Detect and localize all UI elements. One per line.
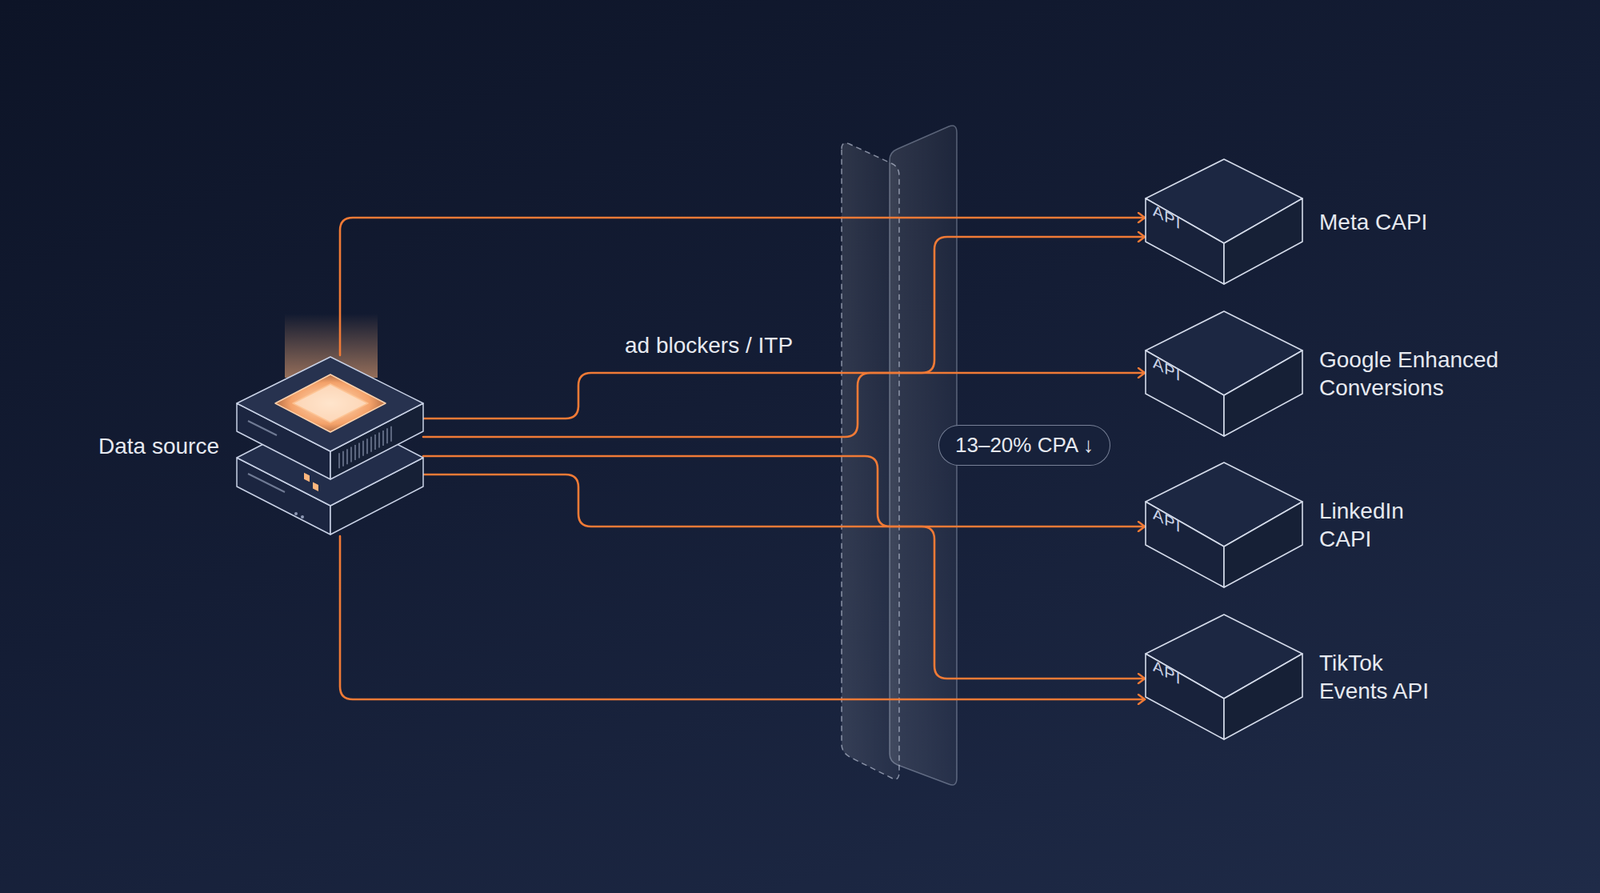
vent-line — [354, 444, 356, 460]
cube-face — [1145, 653, 1224, 740]
data-flow-line — [423, 236, 1145, 437]
data-flow-line — [340, 536, 1145, 700]
endpoint-label: TikTok Events API — [1319, 648, 1448, 705]
data-flow-line — [423, 456, 1145, 679]
vent-line — [342, 451, 344, 467]
cube-face — [1145, 501, 1224, 588]
cube-face — [1224, 653, 1303, 740]
dot — [300, 515, 304, 519]
vent-line — [350, 447, 352, 463]
metric-text: 13–20% CPA ↓ — [955, 432, 1094, 458]
glow-core — [292, 384, 368, 423]
data-source-node: Data source — [236, 355, 424, 536]
slot-line — [248, 473, 285, 492]
endpoint-label: Meta CAPI — [1319, 208, 1428, 236]
cube-face — [1224, 350, 1303, 436]
api-endpoint: APIGoogle Enhanced Conversions — [1144, 310, 1304, 437]
vent-line — [366, 438, 368, 454]
vent-line — [346, 448, 348, 464]
vent-line — [338, 452, 340, 468]
slab-face — [236, 356, 424, 452]
cube-face — [1224, 198, 1303, 284]
cube-face — [1145, 198, 1224, 284]
barrier-panel-front — [841, 143, 900, 780]
endpoint-label: LinkedIn CAPI — [1319, 496, 1424, 553]
vent-line — [378, 432, 380, 448]
led — [304, 472, 310, 483]
glow-core — [275, 374, 386, 432]
vent-line — [374, 434, 376, 450]
node-label: Data source — [98, 432, 220, 460]
vent-line — [370, 436, 372, 452]
dot — [294, 512, 298, 516]
api-endpoint: APIMeta CAPI — [1144, 158, 1304, 285]
server-icon — [236, 355, 424, 536]
vent-line — [386, 428, 388, 444]
data-flow-line — [423, 474, 1145, 527]
cube-face — [1145, 350, 1224, 436]
api-endpoint: APITikTok Events API — [1144, 613, 1304, 740]
vent-line — [390, 426, 392, 442]
vent-line — [358, 442, 360, 458]
endpoint-label: Google Enhanced Conversions — [1319, 345, 1512, 402]
vent-line — [362, 440, 364, 456]
annotation-label: ad blockers / ITP — [624, 332, 793, 359]
slot-line — [248, 420, 277, 436]
led — [312, 481, 319, 492]
vent-line — [382, 430, 384, 446]
cube-face — [1224, 501, 1303, 588]
data-flow-line — [423, 372, 1145, 419]
api-endpoint: APILinkedIn CAPI — [1144, 461, 1304, 588]
metric-pill: 13–20% CPA ↓ — [938, 424, 1111, 466]
